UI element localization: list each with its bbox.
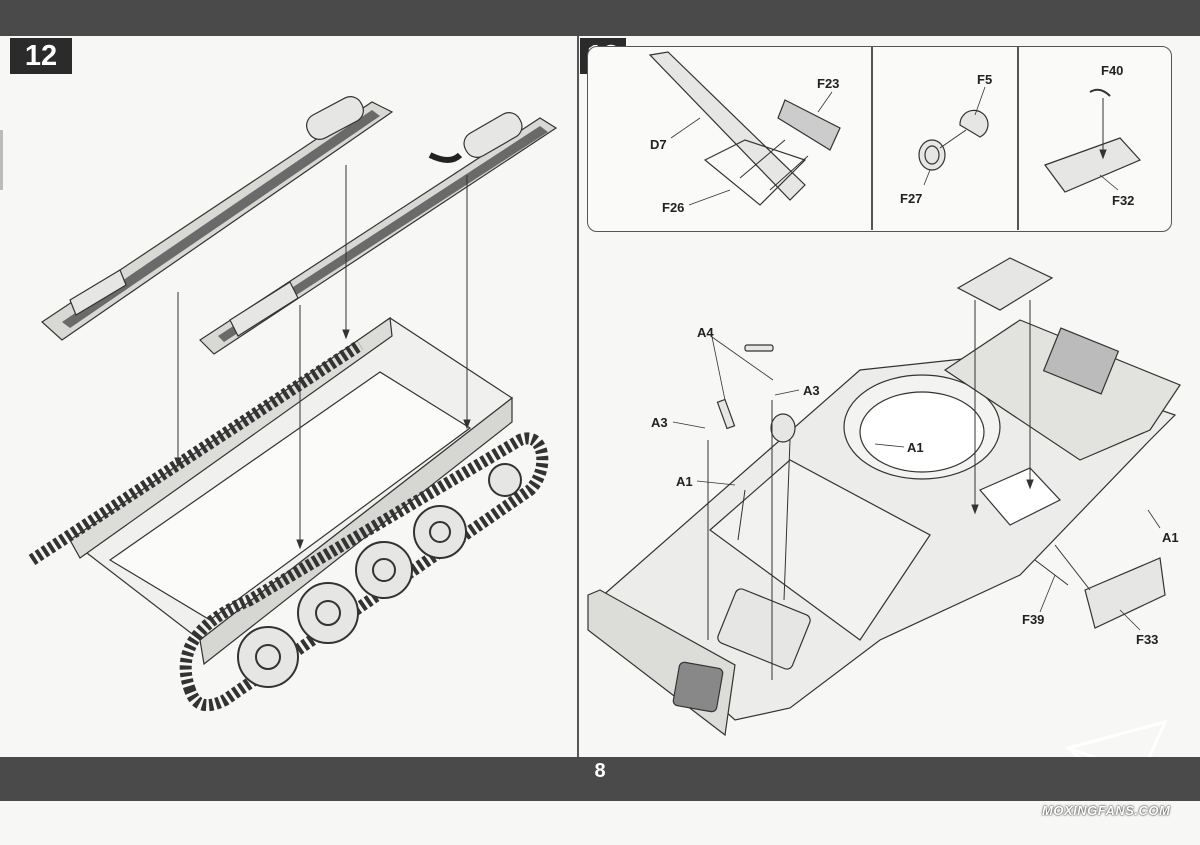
glacis-hatch (717, 588, 811, 670)
label-f23: F23 (817, 76, 840, 91)
label-f39: F39 (1022, 612, 1045, 627)
label-f33: F33 (1136, 632, 1159, 647)
muffler-left (306, 96, 364, 140)
visor (672, 661, 724, 713)
part-f32 (1044, 137, 1142, 193)
part-f23 (777, 99, 841, 151)
label-f40: F40 (1101, 63, 1124, 78)
tool-right (229, 281, 299, 337)
hatch-opening (979, 467, 1061, 526)
part-a4-tool (716, 398, 736, 430)
tool-left (69, 269, 127, 316)
watermark-text: MOXINGFANS.COM (1042, 803, 1171, 818)
top-bar (0, 0, 1200, 36)
label-a1-center: A1 (907, 440, 924, 455)
headlight (770, 413, 796, 443)
label-f5: F5 (977, 72, 993, 87)
part-f5 (959, 109, 989, 138)
bottom-bar (0, 757, 1200, 801)
part-f26 (703, 139, 807, 206)
page-edge-mark (0, 130, 3, 190)
label-a3-right: A3 (803, 383, 820, 398)
label-f32: F32 (1112, 193, 1135, 208)
muffler-right (463, 112, 523, 158)
part-f33 (1084, 557, 1166, 629)
step-12-badge: 12 (10, 38, 72, 74)
part-f40 (1089, 88, 1111, 97)
hatch-upper (956, 257, 1054, 311)
tracks (28, 339, 549, 712)
page-number: 8 (594, 760, 606, 782)
label-a1-left: A1 (676, 474, 693, 489)
part-d7 (648, 51, 806, 201)
label-a3-left: A3 (651, 415, 668, 430)
inset-divider-2 (1017, 46, 1019, 230)
road-wheels (237, 463, 522, 688)
part-a4-rod (744, 344, 774, 352)
label-f26: F26 (662, 200, 685, 215)
grille (1042, 327, 1120, 395)
page-divider (577, 36, 579, 757)
label-d7: D7 (650, 137, 667, 152)
label-a4: A4 (697, 325, 714, 340)
inset-divider-1 (871, 46, 873, 230)
engine-deck (943, 319, 1181, 461)
label-f27: F27 (900, 191, 923, 206)
label-a1-right: A1 (1162, 530, 1179, 545)
